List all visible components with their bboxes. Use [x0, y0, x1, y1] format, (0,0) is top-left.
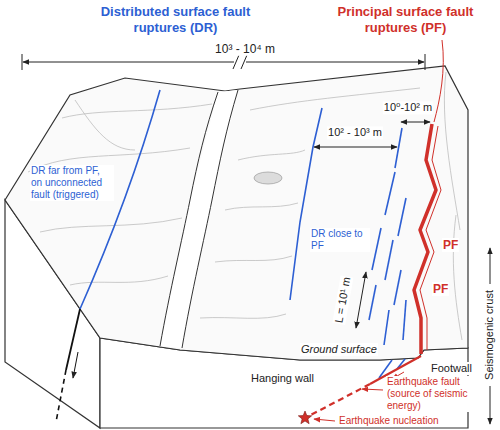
terrain-hachures: [28, 72, 462, 340]
dimension-break: [233, 55, 239, 69]
rupture-trace: [395, 128, 402, 168]
contour-line: [62, 104, 212, 118]
contour-line: [215, 256, 292, 262]
fault-line: [66, 309, 80, 370]
rupture-trace: [384, 310, 389, 345]
contour-line: [200, 314, 286, 318]
rupture-trace: [369, 285, 376, 320]
ridge-line: [444, 72, 460, 230]
principal-rupture-edge: [420, 126, 441, 350]
dimension-label: 10² - 10³ m: [327, 126, 383, 139]
break-edge: [182, 90, 238, 348]
earthquake-fault-dashed: [305, 384, 370, 418]
leader-arrow: [362, 389, 383, 390]
contour-line: [40, 218, 182, 232]
annotation-label: DR far from PF, on unconnected fault (tr…: [30, 165, 114, 201]
dimension-arrow: [356, 272, 366, 328]
depth-arrow: [490, 386, 491, 424]
rupture-trace: [398, 198, 406, 236]
rupture-trace: [290, 108, 322, 300]
contour-line: [225, 203, 298, 210]
fault-label: PF: [442, 238, 459, 252]
distance-break: [160, 90, 238, 348]
annotation-label: Earthquake fault (source of seismic ener…: [386, 376, 483, 412]
pond: [254, 172, 282, 184]
heading-leader: [434, 40, 443, 122]
ridge-line: [453, 215, 462, 340]
dimension-break-gap: [234, 56, 246, 68]
heading-label: Distributed surface fault ruptures (DR): [88, 4, 263, 35]
nucleation-star: [298, 411, 311, 424]
rupture-trace: [385, 240, 393, 280]
slip-arrow: [73, 352, 78, 378]
heading-label: Principal surface fault ruptures (PF): [318, 4, 493, 35]
axis-label: Seismogenic crust: [483, 289, 496, 381]
distributed-ruptures: [80, 90, 406, 378]
fault-line-dashed: [56, 370, 66, 422]
dimension-arrow: [314, 147, 397, 148]
extension-tick: [22, 54, 23, 70]
block-label: Footwall: [430, 362, 473, 375]
ridge-line: [75, 100, 135, 150]
dimension-label: 10³ - 10⁴ m: [214, 42, 276, 56]
dimension-arrow: [23, 62, 424, 63]
contour-line: [70, 276, 168, 285]
surface-label: Ground surface: [300, 343, 378, 356]
dimension-arrow: [401, 122, 430, 123]
extension-tick: [425, 54, 426, 70]
rupture-trace: [394, 270, 401, 305]
dimension-label: 10⁰-10² m: [383, 101, 433, 114]
depth-arrow: [490, 248, 491, 284]
annotation-label: DR close to PF: [310, 228, 370, 252]
contour-line: [238, 150, 305, 160]
annotation-label: Earthquake nucleation: [338, 415, 440, 427]
ground-surface: [5, 66, 468, 360]
dimension-label: L = 10¹ m: [332, 275, 353, 325]
rupture-trace: [403, 300, 406, 340]
leader-arrow: [314, 419, 335, 421]
block-label: Hanging wall: [250, 372, 315, 385]
rupture-trace: [385, 172, 395, 215]
fault-label: PF: [432, 282, 449, 296]
dimension-break: [241, 55, 247, 69]
rupture-trace: [372, 228, 381, 270]
